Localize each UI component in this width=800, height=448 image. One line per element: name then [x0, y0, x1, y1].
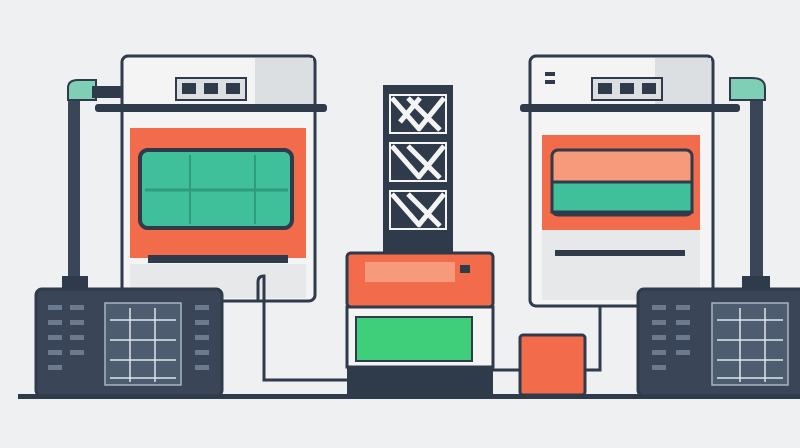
center-green-screen: [355, 316, 473, 362]
small-orange-box: [518, 333, 587, 397]
right-control-cabinet: [636, 287, 800, 398]
floor-line: [18, 394, 800, 399]
cables: [256, 274, 602, 382]
left-machine: [95, 54, 327, 303]
center-tower: [345, 85, 495, 395]
right-pipe: [729, 77, 770, 290]
left-pipe: [62, 79, 122, 290]
rail: [95, 104, 327, 112]
right-machine: [520, 54, 740, 308]
left-control-cabinet: [34, 287, 224, 398]
green-screen: [550, 180, 694, 214]
